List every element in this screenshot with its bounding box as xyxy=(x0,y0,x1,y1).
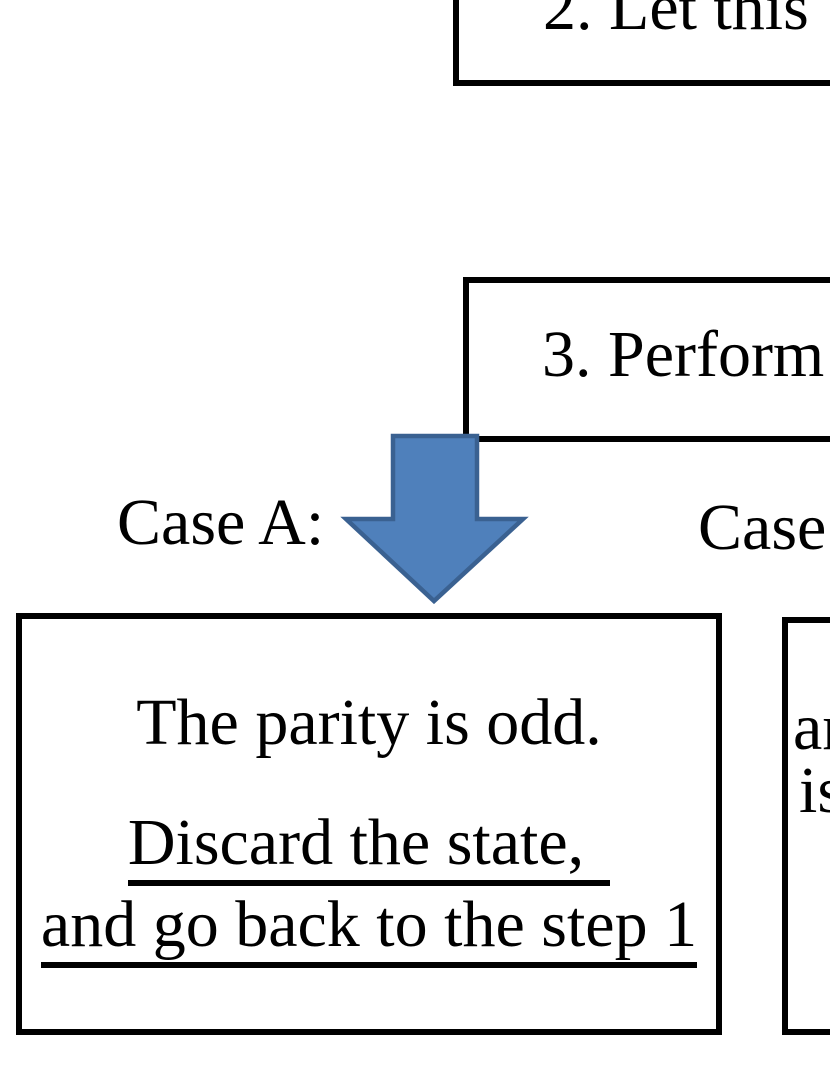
case-a-line-parity-odd: The parity is odd. xyxy=(136,686,602,759)
flow-box-step-2 xyxy=(453,0,830,86)
case-a-line-discard: Discard the state, xyxy=(22,806,716,886)
case-b-box xyxy=(782,617,830,1035)
case-b-text-fragment-2: is xyxy=(799,754,830,827)
case-b-text-fragment-1: an xyxy=(793,691,830,764)
case-a-box xyxy=(16,613,722,1035)
flow-box-step-2-label: 2. Let this xyxy=(543,0,809,44)
case-b-label: Case xyxy=(698,491,827,564)
case-a-line-go-back: and go back to the step 1 xyxy=(22,888,716,968)
down-arrow-icon xyxy=(340,433,529,605)
discard-underlined-text: Discard the state, xyxy=(127,806,611,886)
go-back-underlined-text: and go back to the step 1 xyxy=(40,888,698,968)
flow-box-step-3-label: 3. Perform xyxy=(542,318,825,391)
flow-box-step-3 xyxy=(463,277,830,442)
case-a-label: Case A: xyxy=(117,486,325,559)
